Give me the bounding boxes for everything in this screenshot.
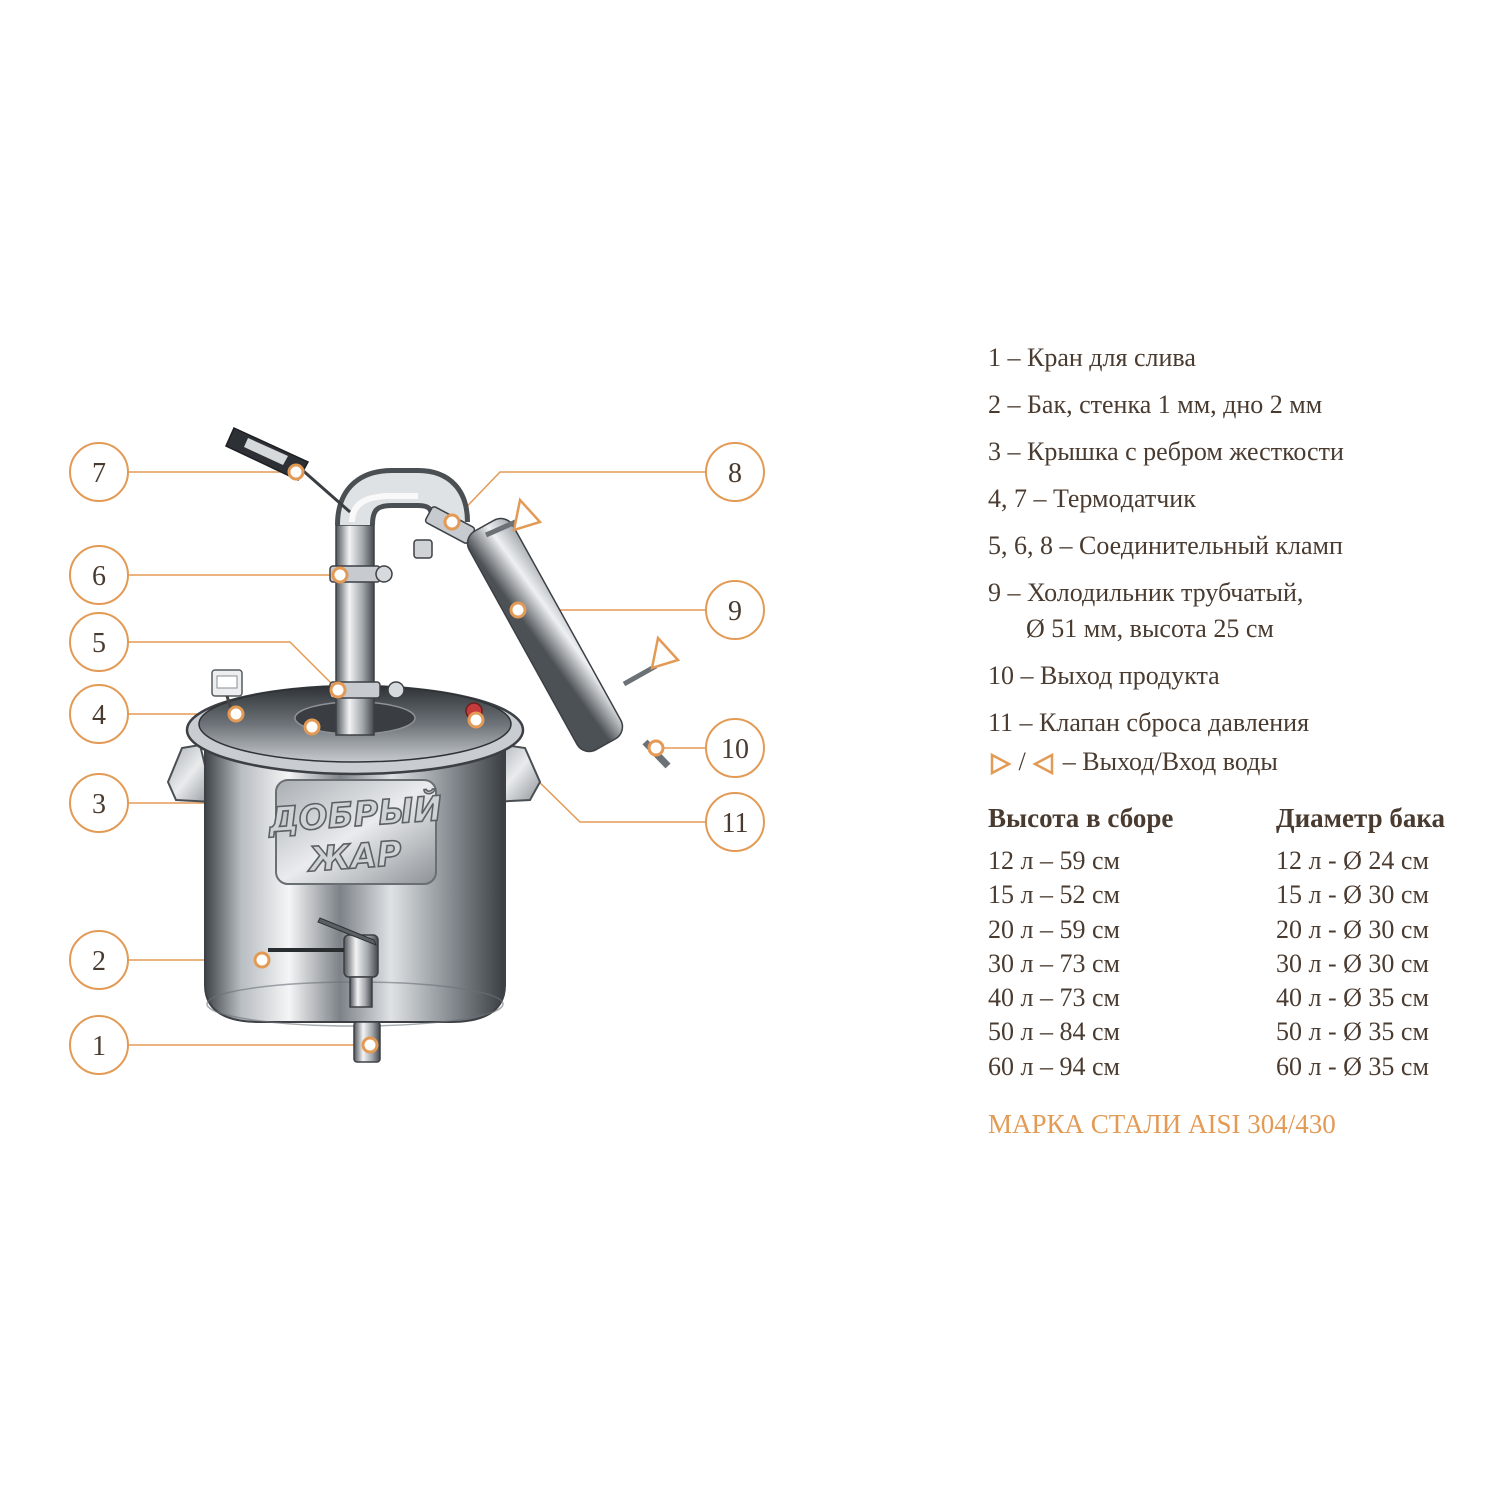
- probe-rod: [299, 466, 351, 514]
- callout-label-7: 7: [92, 458, 106, 489]
- callout-label-8: 8: [728, 458, 742, 489]
- legend-item-4-7: 4, 7 – Термодатчик: [988, 484, 1196, 513]
- water-flow-arrows: [512, 497, 681, 670]
- brand-line-2: ЖАР: [306, 834, 403, 881]
- height-row: 60 л – 94 см: [988, 1051, 1120, 1081]
- height-row: 40 л – 73 см: [988, 983, 1120, 1013]
- outlet-triangle-icon: [990, 752, 1012, 776]
- callout-label-5: 5: [92, 628, 106, 659]
- condenser-tube: [466, 517, 624, 753]
- height-table-header: Высота в сборе: [988, 803, 1174, 833]
- legend-item-10: 10 – Выход продукта: [988, 661, 1220, 690]
- callout-circles: 1 2 3 4 5 6 7 8: [69, 442, 765, 1075]
- diameter-table-header: Диаметр бака: [1276, 803, 1446, 833]
- callout-dot-11: [467, 711, 485, 729]
- callout-dot-10: [647, 739, 665, 757]
- height-row: 50 л – 84 см: [988, 1017, 1120, 1047]
- callout-5: 5: [69, 612, 129, 672]
- diameter-row: 12 л - Ø 24 см: [1276, 846, 1429, 875]
- callout-label-11: 11: [722, 808, 749, 839]
- callout-label-4: 4: [92, 700, 106, 731]
- callout-label-3: 3: [92, 789, 106, 820]
- callout-10: 10: [705, 718, 765, 778]
- callout-dot-3: [303, 718, 321, 736]
- height-row: 12 л – 59 см: [988, 846, 1120, 875]
- water-outlet-arrow: [512, 497, 543, 532]
- distiller-apparatus: ДОБРЫЙ ЖАР: [166, 427, 671, 1063]
- callout-dot-5: [329, 681, 347, 699]
- height-table: Высота в сборе 12 л – 59 см 15 л – 52 см…: [988, 800, 1276, 1084]
- callout-8: 8: [705, 442, 765, 502]
- callout-11: 11: [705, 792, 765, 852]
- callout-dots: [227, 463, 665, 1054]
- callout-dot-6: [331, 566, 349, 584]
- size-tables: Высота в сборе 12 л – 59 см 15 л – 52 см…: [988, 800, 1488, 1084]
- callout-label-10: 10: [721, 734, 749, 765]
- diameter-row: 50 л - Ø 35 см: [1276, 1017, 1429, 1047]
- diameter-row: 15 л - Ø 30 см: [1276, 880, 1429, 910]
- callout-label-6: 6: [92, 561, 106, 592]
- callout-1: 1: [69, 1015, 129, 1075]
- water-flow-legend: / – Выход/Вход воды: [988, 744, 1488, 780]
- legend-item-3: 3 – Крышка с ребром жесткости: [988, 437, 1344, 466]
- callout-dot-8: [443, 513, 461, 531]
- inlet-triangle-icon: [1032, 752, 1054, 776]
- legend-item-11: 11 – Клапан сброса давления: [988, 708, 1310, 737]
- diameter-table: Диаметр бака 12 л - Ø 24 см 15 л - Ø 30 …: [1276, 800, 1445, 1084]
- callout-7: 7: [69, 442, 129, 502]
- callout-2: 2: [69, 930, 129, 990]
- callout-label-2: 2: [92, 946, 106, 977]
- brand-plate: [275, 779, 437, 885]
- callout-dot-1: [361, 1036, 379, 1054]
- flow-separator: /: [1018, 747, 1026, 776]
- diameter-row: 40 л - Ø 35 см: [1276, 983, 1429, 1013]
- height-row: 20 л – 59 см: [988, 914, 1120, 944]
- callout-4: 4: [69, 684, 129, 744]
- diameter-row: 20 л - Ø 30 см: [1276, 914, 1429, 944]
- height-row: 30 л – 73 см: [988, 948, 1120, 978]
- diameter-row: 60 л - Ø 35 см: [1276, 1051, 1429, 1081]
- legend-item-2: 2 – Бак, стенка 1 мм, дно 2 мм: [988, 390, 1323, 419]
- flow-text: – Выход/Вход воды: [1062, 747, 1278, 776]
- diameter-row: 30 л - Ø 30 см: [1276, 948, 1429, 978]
- callout-9: 9: [705, 580, 765, 640]
- callout-label-9: 9: [728, 596, 742, 627]
- callout-dot-7: [287, 463, 305, 481]
- callout-dot-2: [253, 951, 271, 969]
- callout-3: 3: [69, 773, 129, 833]
- legend-item-1: 1 – Кран для слива: [988, 343, 1196, 372]
- legend-item-9-text: 9 – Холодильник трубчатый,: [988, 578, 1304, 607]
- height-row: 15 л – 52 см: [988, 880, 1120, 910]
- callout-label-1: 1: [92, 1031, 106, 1062]
- callout-dot-9: [509, 601, 527, 619]
- water-inlet-arrow: [650, 635, 681, 670]
- callout-6: 6: [69, 545, 129, 605]
- steel-grade-note: МАРКА СТАЛИ AISI 304/430: [988, 1109, 1336, 1140]
- legend-item-9-cont: Ø 51 мм, высота 25 см: [1026, 614, 1274, 643]
- vertical-column: [335, 524, 375, 736]
- legend: 1 – Кран для слива 2 – Бак, стенка 1 мм,…: [988, 340, 1488, 1142]
- legend-item-5-6-8: 5, 6, 8 – Соединительный кламп: [988, 531, 1343, 560]
- legend-item-9: 9 – Холодильник трубчатый, Ø 51 мм, высо…: [988, 575, 1488, 647]
- callout-dot-4: [227, 705, 245, 723]
